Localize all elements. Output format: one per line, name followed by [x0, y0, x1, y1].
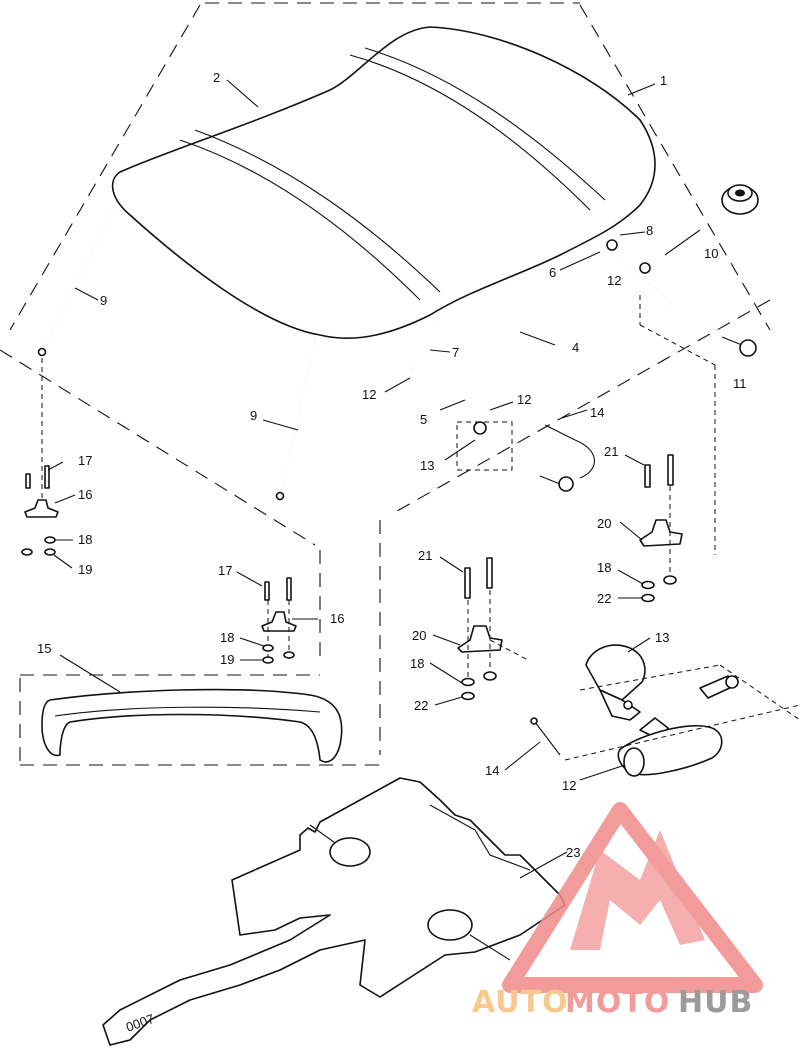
callout-18-middle: 18 — [220, 630, 234, 645]
callout-12-detail: 12 — [562, 778, 576, 793]
callout-14-detail: 14 — [485, 763, 499, 778]
watermark-logo: AUTO MOTO HUB — [472, 802, 763, 1020]
callout-10: 10 — [704, 246, 718, 261]
callout-22-center: 22 — [414, 698, 428, 713]
callout-14-upper: 14 — [590, 405, 604, 420]
callout-19-left: 19 — [78, 562, 92, 577]
callout-2: 2 — [213, 70, 220, 85]
callout-1: 1 — [660, 73, 667, 88]
callout-labels: 1 2 4 5 6 7 8 9 9 10 11 12 12 12 12 13 1… — [37, 70, 747, 860]
callout-18-left: 18 — [78, 532, 92, 547]
boot-cover-15 — [19, 674, 380, 770]
watermark-text-moto: MOTO — [565, 985, 670, 1020]
frame-tubes — [37, 209, 673, 501]
callout-6: 6 — [549, 265, 556, 280]
callout-12-brace: 12 — [607, 273, 621, 288]
callout-12-cross: 12 — [362, 387, 376, 402]
callout-21-center: 21 — [418, 548, 432, 563]
hinge-fitting-detail — [530, 644, 800, 777]
left-bracket-assembly — [21, 358, 59, 556]
callout-4: 4 — [572, 340, 579, 355]
callout-23: 23 — [566, 845, 580, 860]
callout-12-joint: 12 — [517, 392, 531, 407]
lanyard-pin-14-upper — [456, 421, 595, 492]
callout-18-center: 18 — [410, 656, 424, 671]
watermark-text-auto: AUTO — [472, 985, 569, 1020]
callout-9-left: 9 — [100, 293, 107, 308]
callout-16-left: 16 — [78, 487, 92, 502]
callout-22-right: 22 — [597, 591, 611, 606]
floor-mat-23: 0007 — [102, 777, 566, 1046]
callout-18-right: 18 — [597, 560, 611, 575]
right-bracket-assembly — [639, 454, 683, 603]
boundary-lines — [0, 2, 771, 755]
callout-20-right: 20 — [597, 516, 611, 531]
leader-lines — [47, 79, 701, 879]
callout-19-middle: 19 — [220, 652, 234, 667]
callout-13-joint: 13 — [420, 458, 434, 473]
callout-15: 15 — [37, 641, 51, 656]
callout-16-middle: 16 — [330, 611, 344, 626]
callout-11: 11 — [733, 376, 747, 391]
callout-17-left: 17 — [78, 453, 92, 468]
callout-8: 8 — [646, 223, 653, 238]
callout-13-detail: 13 — [655, 630, 669, 645]
callout-5: 5 — [420, 412, 427, 427]
watermark-text-hub: HUB — [678, 985, 753, 1020]
bimini-top-canvas — [111, 26, 656, 339]
callout-20-center: 20 — [412, 628, 426, 643]
callout-21-right: 21 — [604, 444, 618, 459]
callout-9-middle: 9 — [250, 408, 257, 423]
callout-7: 7 — [452, 345, 459, 360]
end-cap-10 — [721, 184, 759, 215]
callout-17-middle: 17 — [218, 563, 232, 578]
center-bracket-assembly — [457, 557, 529, 701]
pin-knob-11 — [639, 295, 757, 555]
middle-bracket-assembly — [261, 577, 297, 664]
